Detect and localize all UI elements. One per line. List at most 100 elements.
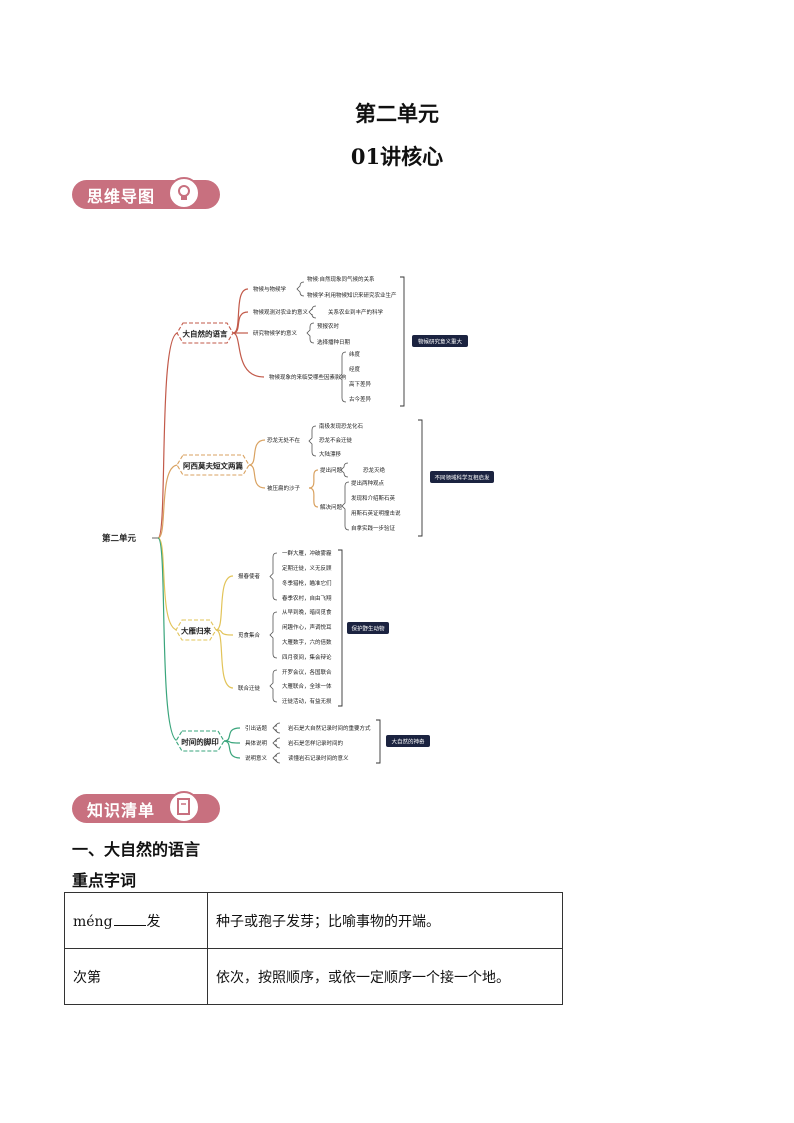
conclusion-tag-3-label: 保护野生动物 xyxy=(351,625,385,633)
mindmap-banner: 思维导图 xyxy=(72,177,220,209)
branch-node-2-label: 阿西莫夫短文两篇 xyxy=(183,461,243,471)
brace xyxy=(272,722,281,734)
brace xyxy=(340,462,349,478)
branch-3-item: 定期迁徙，义无反顾 xyxy=(282,564,332,572)
knowledge-banner: 知识清单 xyxy=(72,791,220,823)
branch-2-subtopic: 解决问题 xyxy=(320,503,343,511)
connector-line xyxy=(248,439,266,466)
bracket xyxy=(400,276,405,407)
branch-4-item: 岩石是怎样记录时间的 xyxy=(288,739,344,747)
branch-3-item: 冬季猎枪，瞄准它们 xyxy=(282,579,332,587)
branch-2-subtopic: 恐龙无处不在 xyxy=(267,436,301,444)
branch-2-item: 用斯石英证明撞击说 xyxy=(351,509,401,517)
branch-3-subtopic: 报春使者 xyxy=(238,572,261,580)
brace xyxy=(269,669,278,703)
brace xyxy=(308,425,317,457)
connector-line xyxy=(157,537,179,631)
branch-1-subtopic: 物候观测对农业的意义 xyxy=(253,308,309,316)
branch-3-item: 大雁联合，全球一体 xyxy=(282,682,332,690)
connector-line xyxy=(157,464,179,539)
connector-line xyxy=(232,311,249,334)
branch-2-item: 大陆漂移 xyxy=(319,450,342,458)
branch-4-item: 读懂岩石记录时间的意义 xyxy=(288,754,349,762)
vocab-term: 次第 xyxy=(64,948,208,1005)
branch-3-item: 一群大雁，冲破雾霾 xyxy=(282,549,332,557)
term-suffix: 发 xyxy=(146,913,161,930)
branch-1-item: 纬度 xyxy=(349,350,361,358)
branch-4-subtopic: 具体说明 xyxy=(245,739,268,747)
vocab-definition: 种子或孢子发芽；比喻事物的开端。 xyxy=(207,892,563,949)
branch-2-subtopic: 被压扁的沙子 xyxy=(267,484,301,492)
branch-node-2 xyxy=(176,454,250,476)
section-subheading: 重点字词 xyxy=(72,871,137,890)
branch-2-item: 恐龙不会迁徙 xyxy=(319,436,353,444)
brace xyxy=(341,481,350,531)
branch-1-item: 经度 xyxy=(349,365,361,373)
branch-3-item: 大雁数字，六的倍数 xyxy=(282,638,332,646)
branch-2-item: 提出两种观点 xyxy=(351,479,385,487)
connector-line xyxy=(308,469,319,489)
branch-1-item: 预报农时 xyxy=(317,322,340,330)
branch-4-subtopic: 说明意义 xyxy=(245,754,268,762)
branch-2-item: 自拿实践一步验证 xyxy=(351,524,396,532)
branch-1-item: 选择播种日期 xyxy=(317,338,351,346)
branch-3-item: 春季农村，自由飞翔 xyxy=(282,594,332,602)
connector-line xyxy=(232,288,249,334)
lesson-title: 01讲核心 xyxy=(350,144,444,169)
branch-3-item: 迁徙活动，有益无损 xyxy=(282,697,332,705)
brace xyxy=(269,611,278,659)
branch-2-item: 恐龙灭绝 xyxy=(363,466,386,474)
connector-line xyxy=(232,332,265,378)
conclusion-tag-4-label: 大自然的神奇 xyxy=(391,738,425,746)
branch-3-subtopic: 觅食集合 xyxy=(238,631,261,639)
mind-map: 第二单元大自然的语言物候与物候学物候观测对农业的意义研究物候学的意义物候现象的来… xyxy=(102,275,494,764)
branch-1-subtopic: 物候现象的来临受哪些因素影响 xyxy=(269,373,347,381)
branch-3-item: 开罗会议，各国联合 xyxy=(282,668,332,676)
conclusion-tag-3 xyxy=(347,622,389,634)
lightbulb-icon xyxy=(168,177,200,209)
table-row: méng 发 种子或孢子发芽；比喻事物的开端。 xyxy=(64,892,563,949)
knowledge-banner-label: 知识清单 xyxy=(87,801,156,820)
connector-line xyxy=(215,629,234,689)
branch-1-item: 物候学:利用物候知识来研究农业生产 xyxy=(307,291,397,299)
branch-1-item: 物候:自然现象同气候的关系 xyxy=(307,275,375,283)
brace xyxy=(338,351,347,403)
branch-node-3 xyxy=(175,619,217,641)
vocab-definition: 依次，按照顺序，或依一定顺序一个接一个地。 xyxy=(207,948,563,1005)
branch-1-item: 关系农业到丰产的科学 xyxy=(328,308,384,316)
connector-line xyxy=(157,537,179,742)
connector-line xyxy=(248,464,266,489)
connector-line xyxy=(215,575,234,631)
bracket xyxy=(338,549,343,707)
branch-3-item: 四月夜间，集会辩论 xyxy=(282,653,332,661)
branch-3-subtopic: 联合迁徙 xyxy=(238,684,261,692)
branch-2-item: 南极发现恐龙化石 xyxy=(319,422,364,430)
branch-1-subtopic: 研究物候学的意义 xyxy=(253,329,298,337)
branch-node-3-label: 大雁归来 xyxy=(181,626,211,636)
mindmap-banner-label: 思维导图 xyxy=(87,187,156,206)
branch-3-item: 闲趣作心，声调悦耳 xyxy=(282,623,332,631)
branch-2-subtopic: 提出问题 xyxy=(320,466,343,474)
branch-1-item: 高下差异 xyxy=(349,380,372,388)
notebook-icon xyxy=(168,791,200,823)
table-row: 次第 依次，按照顺序，或依一定顺序一个接一个地。 xyxy=(64,948,563,1005)
vocab-table: méng 发 种子或孢子发芽；比喻事物的开端。 次第 依次，按照顺序，或依一定顺序… xyxy=(64,892,563,1005)
conclusion-tag-1 xyxy=(412,335,468,347)
brace xyxy=(272,752,281,764)
connector-line xyxy=(308,487,319,508)
vocab-term: méng 发 xyxy=(64,892,208,949)
pinyin-text: méng xyxy=(73,913,113,930)
conclusion-tag-1-label: 物候研究意义重大 xyxy=(418,338,463,346)
branch-2-item: 发现和介绍斯石英 xyxy=(351,494,396,502)
connector-line xyxy=(157,332,179,539)
bracket xyxy=(418,419,423,537)
unit-title: 第二单元 xyxy=(355,101,439,126)
conclusion-tag-2-label: 不同领域科学互相启发 xyxy=(434,474,490,482)
brace xyxy=(308,305,317,319)
mindmap-root: 第二单元 xyxy=(102,533,137,543)
blank-line xyxy=(113,913,146,926)
brace xyxy=(296,281,305,297)
brace xyxy=(272,737,281,749)
branch-1-subtopic: 物候与物候学 xyxy=(253,285,287,293)
branch-3-item: 从早到晚，暗间觅食 xyxy=(282,608,332,616)
